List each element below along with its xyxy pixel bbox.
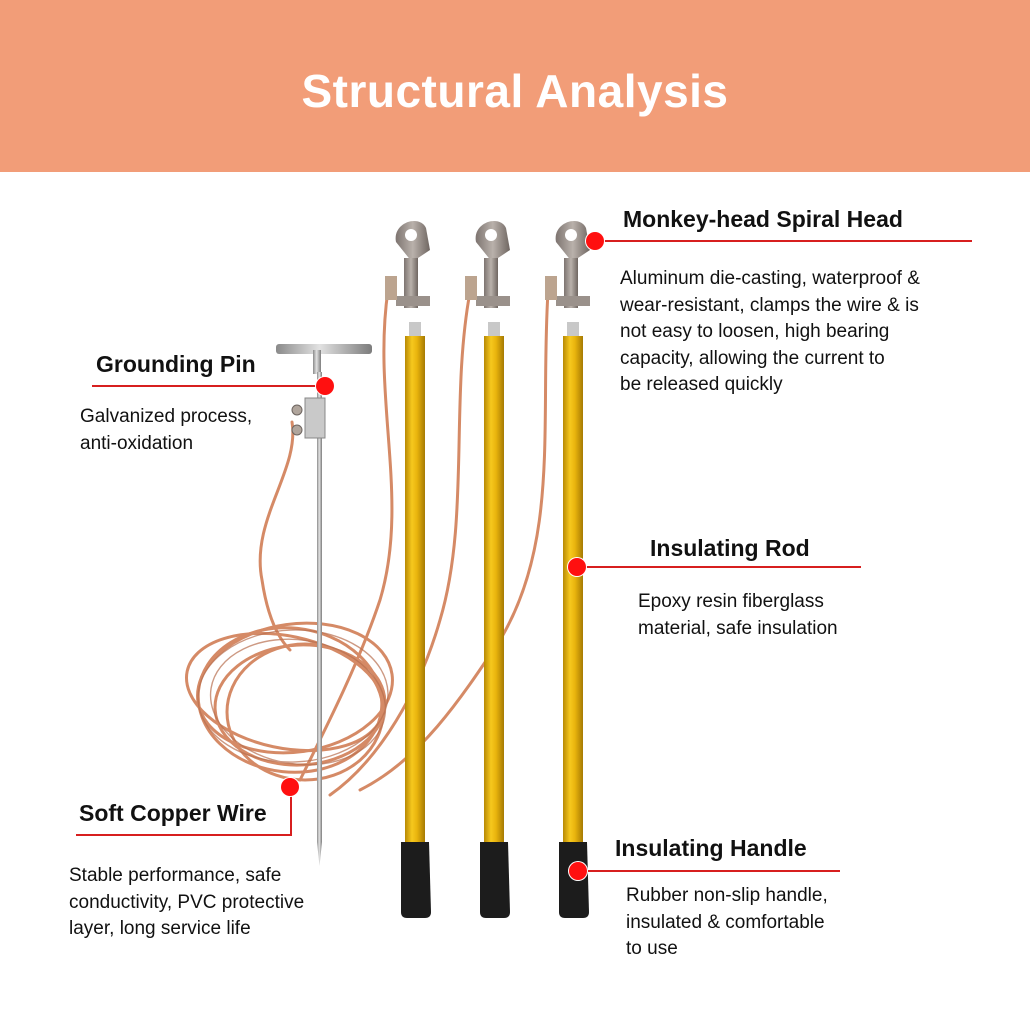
insulating-rod-line: Epoxy resin fiberglass [638, 591, 824, 612]
insulating-rod-rule [578, 566, 861, 568]
insulating-rod-marker [568, 558, 586, 576]
copper-wire-marker [281, 778, 299, 796]
insulating-handle-line: insulated & comfortable [626, 911, 825, 933]
spiral-head-line: capacity, allowing the current to [620, 347, 885, 369]
copper-wire-line: layer, long service life [69, 918, 251, 939]
insulating-handle-line: Rubber non-slip handle, [626, 885, 828, 906]
insulating-rod-description: Epoxy resin fiberglass material, safe in… [638, 589, 838, 642]
spiral-head-line: wear-resistant, clamps the wire & is [620, 294, 919, 316]
copper-wire-line: Stable performance, safe [69, 865, 282, 886]
spiral-head-description: Aluminum die-casting, waterproof & wear-… [620, 266, 920, 399]
insulating-handle-marker [569, 862, 587, 880]
insulating-handle-title: Insulating Handle [615, 835, 807, 861]
grounding-pin-line: anti-oxidation [80, 432, 194, 454]
copper-wire-description: Stable performance, safe conductivity, P… [69, 863, 304, 943]
copper-wire-rule [76, 834, 292, 836]
grounding-pin-title: Grounding Pin [96, 351, 256, 377]
grounding-pin-marker [316, 377, 334, 395]
spiral-head-line: not easy to loosen, high bearing [620, 321, 890, 342]
copper-wire-vertical-rule [290, 787, 292, 835]
insulating-handle-line: to use [626, 938, 678, 959]
spiral-head-marker [586, 232, 604, 250]
grounding-pin-line: Galvanized process, [80, 406, 253, 427]
page-title: Structural Analysis [301, 65, 729, 117]
spiral-head-line: Aluminum die-casting, waterproof & [620, 268, 920, 289]
rod-3 [545, 220, 590, 918]
rod-1 [385, 220, 431, 918]
header-banner: Structural Analysis [0, 0, 1030, 172]
grounding-pin [276, 344, 372, 866]
insulating-handle-rule [578, 870, 840, 872]
spiral-head-title: Monkey-head Spiral Head [623, 206, 903, 232]
insulating-rod-line: material, safe insulation [638, 617, 838, 639]
insulating-rod-title: Insulating Rod [650, 535, 810, 561]
copper-wire-line: conductivity, PVC protective [69, 891, 305, 913]
copper-wire-title: Soft Copper Wire [79, 800, 267, 826]
spiral-head-rule [596, 240, 972, 242]
grounding-pin-description: Galvanized process, anti-oxidation [80, 404, 252, 457]
insulating-handle-description: Rubber non-slip handle, insulated & comf… [626, 883, 828, 963]
rod-2 [465, 220, 510, 918]
spiral-head-line: be released quickly [620, 374, 783, 395]
grounding-pin-rule [92, 385, 324, 387]
